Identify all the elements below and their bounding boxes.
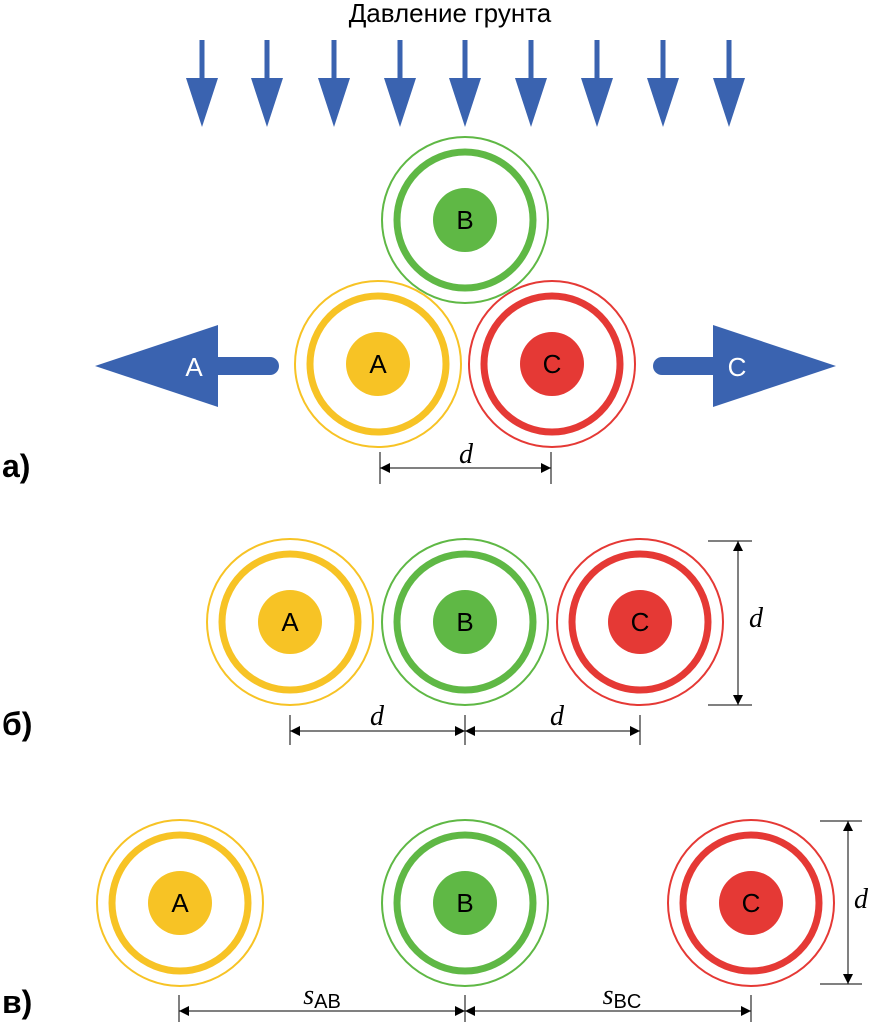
panel-c-cable-a-label: A <box>171 888 189 918</box>
panel-label-a: а) <box>2 448 30 484</box>
panel-c-cable-b: B <box>381 819 549 987</box>
panel-b-cable-c-label: C <box>631 607 650 637</box>
panel-c-cable-c: C <box>667 819 835 987</box>
panel-label-c: в) <box>2 984 32 1020</box>
panel-label-b: б) <box>2 706 32 742</box>
pressure-arrow <box>581 40 613 127</box>
force-arrow-left-label: A <box>185 352 203 382</box>
panel-b-dim-label-1: d <box>370 701 385 732</box>
panel-b-cable-a: A <box>206 538 374 706</box>
panel-c-cable-c-label: C <box>742 888 761 918</box>
panel-a-cable-a-label: A <box>369 349 387 379</box>
soil-pressure-title: Давление грунта <box>349 0 552 28</box>
soil-pressure-arrows <box>186 40 745 127</box>
panel-a-cable-c: C <box>468 280 636 448</box>
panel-b-cable-b: B <box>381 538 549 706</box>
panel-b-dim-label-2: d <box>550 701 565 732</box>
pressure-arrow <box>515 40 547 127</box>
panel-a-dim-label: d <box>459 439 474 470</box>
panel-b-dim-label-vertical: d <box>749 603 764 634</box>
panel-c-dim-label-bc: sBC <box>603 980 642 1013</box>
panel-c-dim-ab-sub: AB <box>314 991 341 1013</box>
panel-c-dim-bc-main: s <box>603 980 614 1011</box>
force-arrow-left: A <box>95 325 279 407</box>
panel-b-cable-b-label: B <box>456 607 473 637</box>
force-arrow-right-label: C <box>728 352 747 382</box>
panel-a-cable-a: A <box>294 280 462 448</box>
panel-b-cable-c: C <box>556 538 724 706</box>
pressure-arrow <box>647 40 679 127</box>
panel-c-dim-label-ab: sAB <box>303 980 341 1013</box>
panel-c-dim-label-vertical: d <box>854 884 869 915</box>
panel-a-cable-b-label: B <box>456 205 473 235</box>
panel-b-cable-a-label: A <box>281 607 299 637</box>
pressure-arrow <box>186 40 218 127</box>
pressure-arrow <box>318 40 350 127</box>
panel-c-dim-ab-main: s <box>303 980 314 1011</box>
pressure-arrow <box>384 40 416 127</box>
panel-c-cable-a: A <box>96 819 264 987</box>
panel-c-cable-b-label: B <box>456 888 473 918</box>
panel-a-cable-c-label: C <box>543 349 562 379</box>
pressure-arrow <box>713 40 745 127</box>
panel-a-cable-b: B <box>381 136 549 304</box>
panel-c-dim-bc-sub: BC <box>614 991 642 1013</box>
pressure-arrow <box>251 40 283 127</box>
pressure-arrow <box>449 40 481 127</box>
force-arrow-right: C <box>653 325 836 407</box>
dimension-lines <box>178 452 862 1022</box>
cables: B A C A B C A B C <box>96 136 835 987</box>
